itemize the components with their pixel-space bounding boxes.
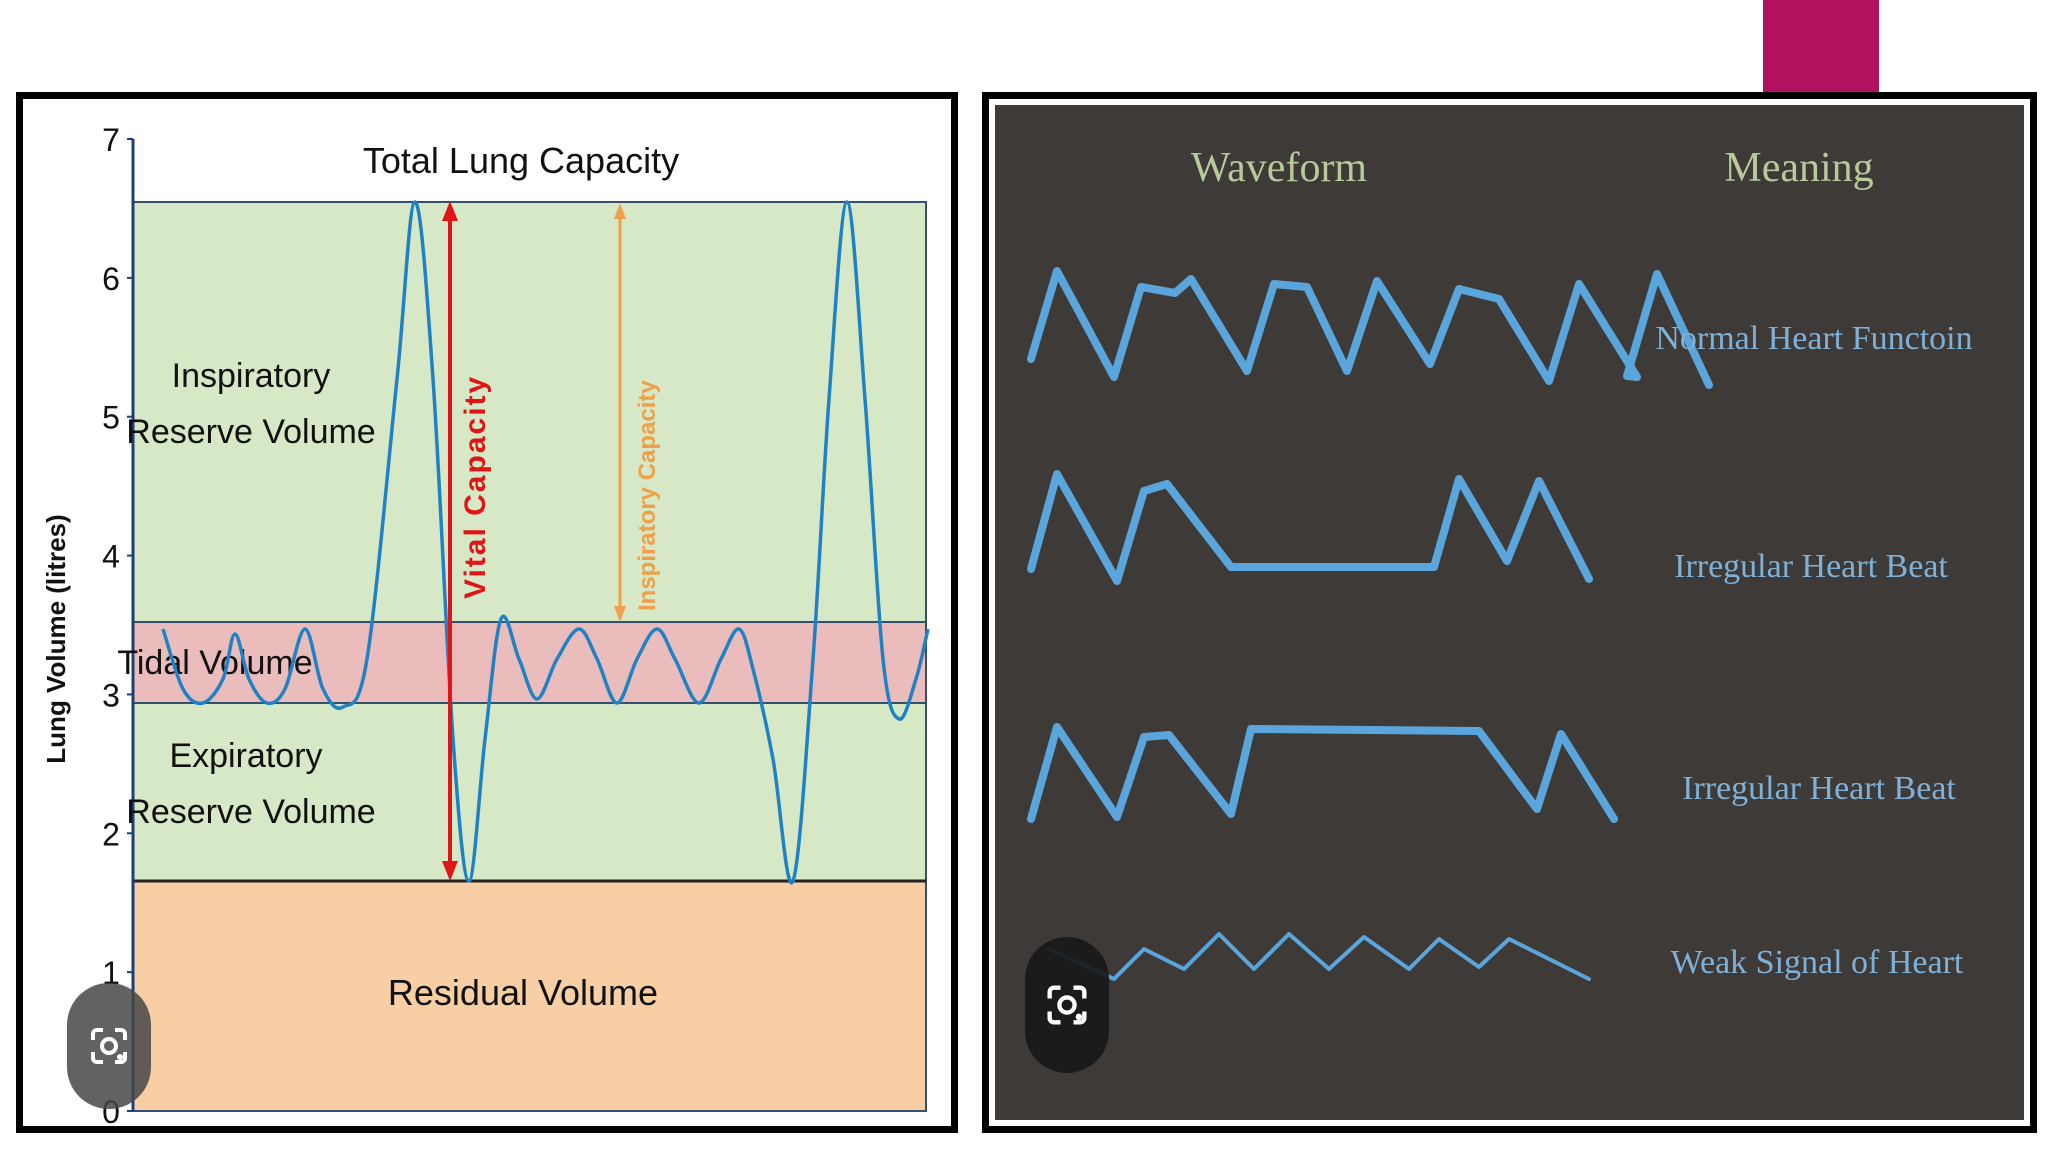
meaning-row-2: Irregular Heart Beat [1674, 548, 1948, 585]
y-axis-label: Lung Volume (litres) [41, 514, 71, 763]
y-tick-label: 6 [102, 261, 120, 297]
tidal-volume-label: Tidal Volume [117, 644, 312, 682]
waveform-irregular-2 [1027, 723, 1618, 823]
google-lens-icon[interactable] [1025, 937, 1109, 1073]
inspiratory-reserve-label-1: Inspiratory [172, 357, 331, 395]
waveform-background [995, 105, 2024, 1120]
waveform-weak [1047, 932, 1591, 981]
heart-waveform-panel: Waveform Meaning Normal Heart Functoin I… [982, 92, 2037, 1133]
waveform-list [1027, 267, 1713, 981]
breathing-curve [161, 200, 930, 885]
waveform-irregular-1 [1027, 470, 1593, 585]
vital-capacity-label: Vital Capacity [459, 375, 492, 599]
lens-glyph [91, 1028, 127, 1064]
expiratory-reserve-region [133, 703, 926, 881]
meaning-row-3: Irregular Heart Beat [1682, 770, 1956, 807]
inspiratory-reserve-label-2: Reserve Volume [126, 413, 375, 451]
google-lens-icon[interactable] [67, 983, 151, 1109]
residual-volume-region [133, 881, 926, 1111]
heart-waveform-chart: Waveform Meaning Normal Heart Functoin I… [995, 105, 2024, 1120]
waveform-header: Waveform [1191, 145, 1368, 191]
vital-capacity-arrow [442, 201, 458, 881]
y-tick-label: 3 [102, 677, 120, 713]
expiratory-reserve-label-1: Expiratory [169, 737, 322, 775]
expiratory-reserve-label-2: Reserve Volume [126, 793, 375, 831]
meaning-row-1: Normal Heart Functoin [1655, 320, 1972, 357]
y-tick-label: 7 [102, 122, 120, 158]
inspiratory-reserve-region [133, 202, 926, 622]
total-lung-capacity-label: Total Lung Capacity [363, 140, 679, 181]
y-tick-label: 2 [102, 816, 120, 852]
y-tick-label: 5 [102, 400, 120, 436]
waveform-normal [1027, 267, 1713, 389]
accent-tab [1763, 0, 1879, 104]
y-tick-label: 4 [102, 539, 120, 575]
lens-glyph [1047, 985, 1087, 1025]
meaning-header: Meaning [1724, 145, 1873, 191]
residual-volume-label: Residual Volume [388, 972, 658, 1013]
inspiratory-capacity-arrow [614, 203, 626, 622]
y-tick-label: 1 [102, 955, 120, 991]
inspiratory-capacity-label: Inspiratory Capacity [634, 380, 661, 611]
meaning-row-4: Weak Signal of Heart [1671, 944, 1964, 981]
